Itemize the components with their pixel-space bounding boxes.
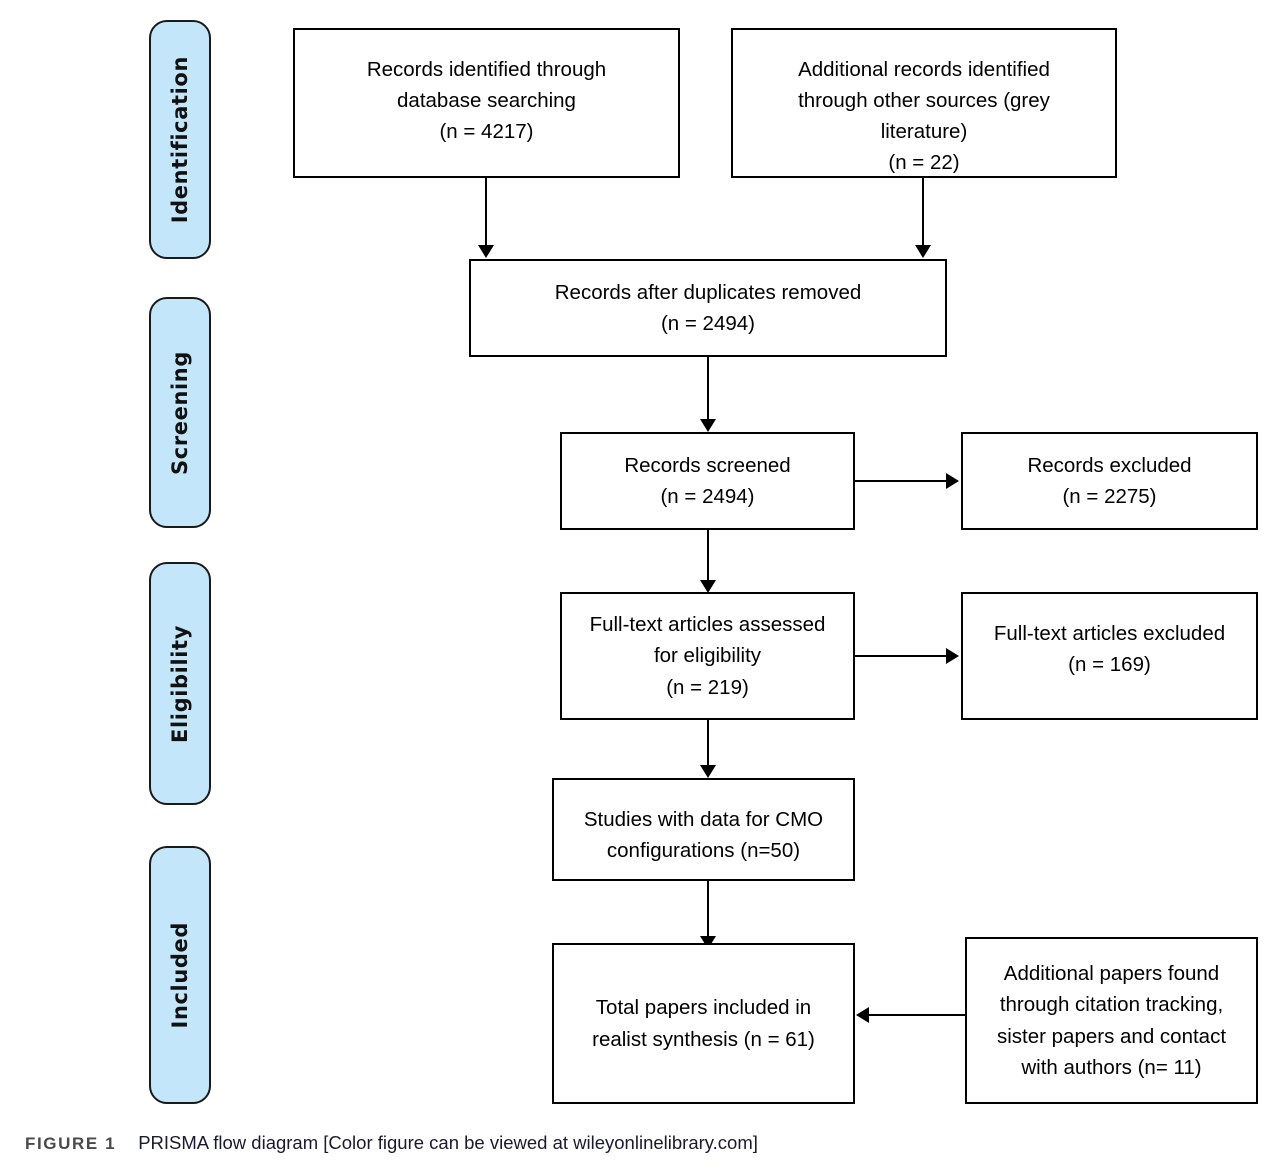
connector-duplicates-to-screened [707, 357, 709, 420]
arrowhead-screened-to-fulltext [700, 580, 716, 593]
arrowhead-duplicates-to-screened [700, 419, 716, 432]
arrowhead-additional-to-duplicates [915, 245, 931, 258]
box-additional-records: Additional records identified through ot… [731, 28, 1117, 178]
connector-cmo-to-total [707, 881, 709, 937]
box-additional-records-text: Additional records identified through ot… [798, 58, 1050, 175]
figure-caption: FIGURE 1 PRISMA flow diagram [Color figur… [25, 1131, 1255, 1155]
connector-additional-to-duplicates [922, 178, 924, 246]
connector-additional-papers-to-total [869, 1014, 965, 1016]
connector-fulltext-to-excluded [855, 655, 947, 657]
stage-label-identification: Identification [168, 55, 192, 224]
box-additional-papers: Additional papers found through citation… [965, 937, 1258, 1104]
box-records-excluded: Records excluded (n = 2275) [961, 432, 1258, 530]
arrowhead-identified-to-duplicates [478, 245, 494, 258]
box-cmo-studies-text: Studies with data for CMO configurations… [583, 808, 824, 863]
box-records-excluded-text: Records excluded (n = 2275) [1027, 453, 1192, 508]
box-records-screened: Records screened (n = 2494) [560, 432, 855, 530]
connector-screened-to-fulltext [707, 530, 709, 581]
stage-pill-screening: Screening [149, 297, 211, 528]
box-fulltext-assessed: Full-text articles assessed for eligibil… [560, 592, 855, 720]
box-cmo-studies: Studies with data for CMO configurations… [552, 778, 855, 881]
stage-label-included: Included [168, 921, 192, 1029]
arrowhead-fulltext-to-excluded [946, 648, 959, 664]
connector-fulltext-to-cmo [707, 720, 709, 766]
figure-caption-text: PRISMA flow diagram [Color figure can be… [138, 1132, 758, 1153]
box-records-identified-text: Records identified through database sear… [366, 58, 607, 144]
box-fulltext-excluded-text: Full-text articles excluded (n = 169) [993, 622, 1226, 677]
stage-pill-included: Included [149, 846, 211, 1104]
box-fulltext-excluded: Full-text articles excluded (n = 169) [961, 592, 1258, 720]
arrowhead-fulltext-to-cmo [700, 765, 716, 778]
box-duplicates-removed-text: Records after duplicates removed (n = 24… [554, 280, 862, 335]
box-additional-papers-text: Additional papers found through citation… [996, 962, 1227, 1079]
arrowhead-screened-to-excluded [946, 473, 959, 489]
stage-label-screening: Screening [168, 350, 192, 475]
box-fulltext-assessed-text: Full-text articles assessed for eligibil… [589, 613, 826, 699]
box-records-identified: Records identified through database sear… [293, 28, 680, 178]
connector-screened-to-excluded [855, 480, 947, 482]
stage-pill-eligibility: Eligibility [149, 562, 211, 805]
box-duplicates-removed: Records after duplicates removed (n = 24… [469, 259, 947, 357]
connector-identified-to-duplicates [485, 178, 487, 246]
box-total-included: Total papers included in realist synthes… [552, 943, 855, 1104]
stage-label-eligibility: Eligibility [168, 624, 192, 743]
box-records-screened-text: Records screened (n = 2494) [624, 453, 791, 508]
figure-caption-label: FIGURE 1 [25, 1134, 117, 1153]
stage-pill-identification: Identification [149, 20, 211, 259]
box-total-included-text: Total papers included in realist synthes… [592, 996, 815, 1051]
arrowhead-additional-papers-to-total [856, 1007, 869, 1023]
